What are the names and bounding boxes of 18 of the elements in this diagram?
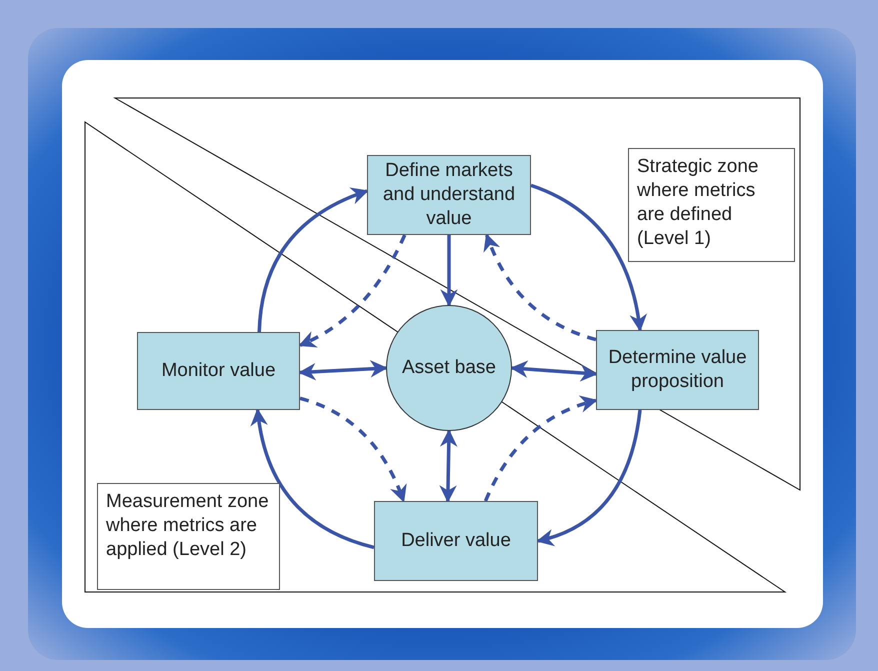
zone-note: Strategic zone where metrics are defined (Level 1): [628, 148, 795, 262]
process-box: Define markets and understand value: [367, 155, 531, 235]
process-box: Deliver value: [374, 501, 538, 581]
process-box: Determine value proposition: [596, 330, 759, 410]
arrow: [530, 184, 646, 332]
arrow: [258, 188, 369, 332]
arrow: [298, 234, 406, 347]
zone-note: Measurement zone where metrics are applied (Level 2): [97, 483, 280, 590]
arrow: [439, 429, 458, 503]
arrow: [484, 233, 597, 342]
arrow: [484, 396, 598, 502]
arrow: [440, 235, 458, 307]
arrow: [510, 360, 598, 382]
arrow: [299, 396, 406, 503]
arrow: [536, 410, 642, 546]
process-box: Monitor value: [137, 332, 300, 410]
arrow: [251, 408, 374, 550]
arrow: [298, 360, 388, 380]
